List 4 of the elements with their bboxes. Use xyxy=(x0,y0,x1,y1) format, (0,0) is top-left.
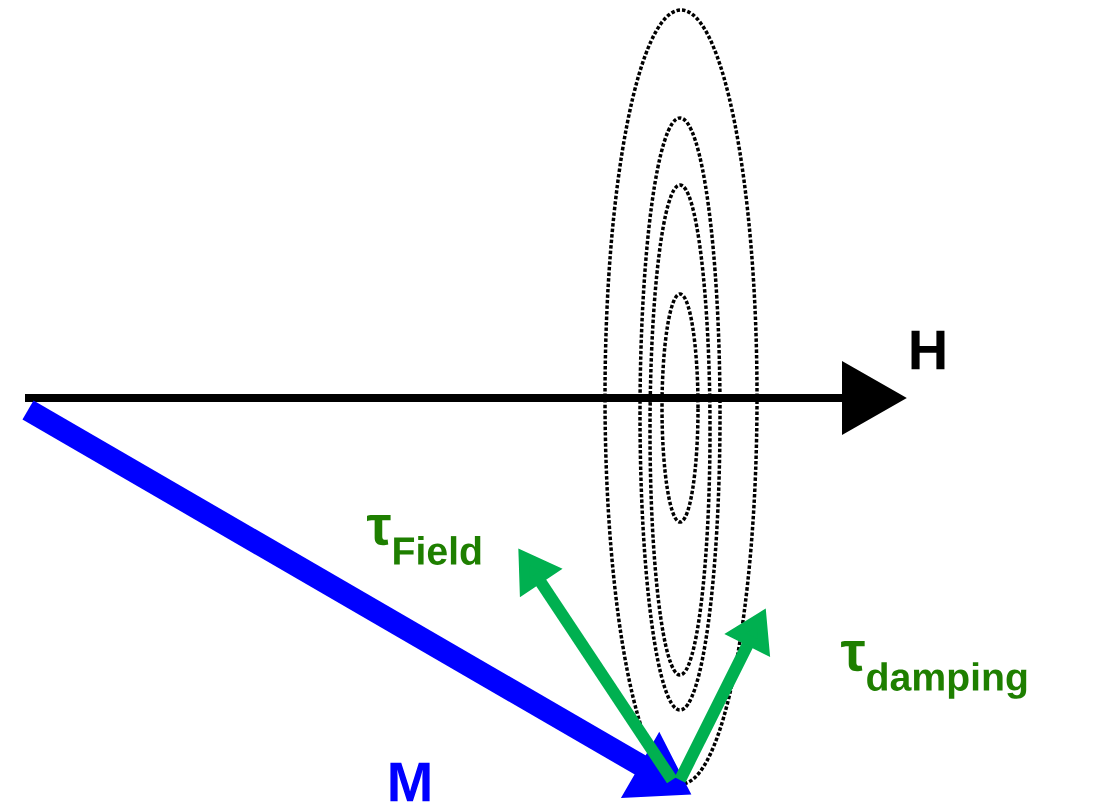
vector-label: τ$_{damping}$ xyxy=(841,641,1027,699)
vector-label: H xyxy=(911,330,945,370)
vector-label: τ$_{Field}$ xyxy=(367,515,481,565)
vector-label: M xyxy=(390,762,430,802)
